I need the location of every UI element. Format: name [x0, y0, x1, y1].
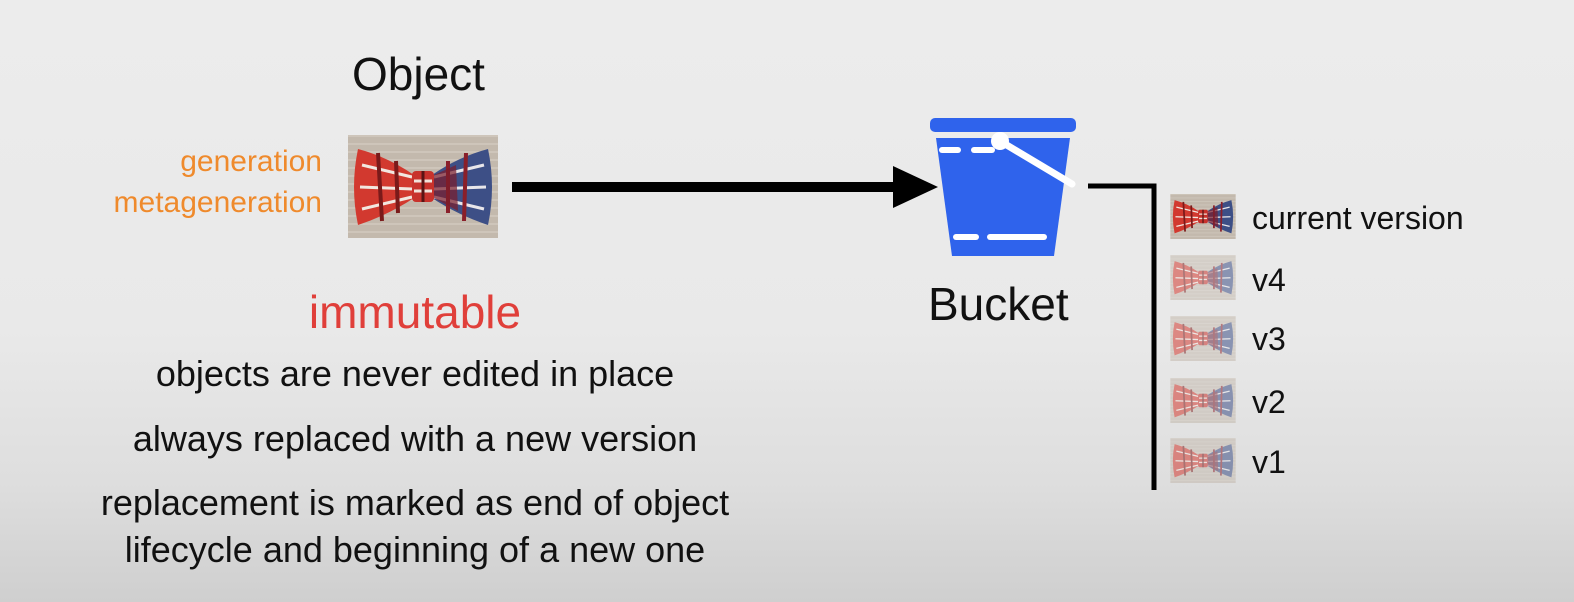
version-label-v2: v2: [1252, 384, 1286, 420]
version-label-v3: v3: [1252, 321, 1286, 357]
immutable-line-2: always replaced with a new version: [132, 418, 698, 459]
immutable-heading: immutable: [308, 286, 522, 338]
version-thumb-current: [1170, 194, 1236, 239]
metageneration-label: metageneration: [113, 186, 322, 219]
bucket-icon: [930, 118, 1076, 256]
version-label-v1: v1: [1252, 444, 1286, 480]
version-thumb-v2: [1170, 378, 1236, 423]
immutable-line-1: objects are never edited in place: [155, 353, 675, 394]
arrow-to-bucket: [512, 166, 938, 208]
bow-tie-image: [348, 135, 498, 238]
immutable-line-3: replacement is marked as end of object: [100, 482, 730, 523]
version-connector: [1088, 183, 1157, 490]
immutable-line-4: lifecycle and beginning of a new one: [124, 529, 706, 570]
object-title: Object: [352, 48, 485, 100]
version-thumb-v4: [1170, 255, 1236, 300]
version-thumb-v3: [1170, 316, 1236, 361]
generation-label: generation: [180, 145, 322, 178]
version-label-current: current version: [1252, 200, 1464, 236]
version-thumb-v1: [1170, 438, 1236, 483]
version-label-v4: v4: [1252, 262, 1286, 298]
bucket-label: Bucket: [928, 278, 1069, 330]
